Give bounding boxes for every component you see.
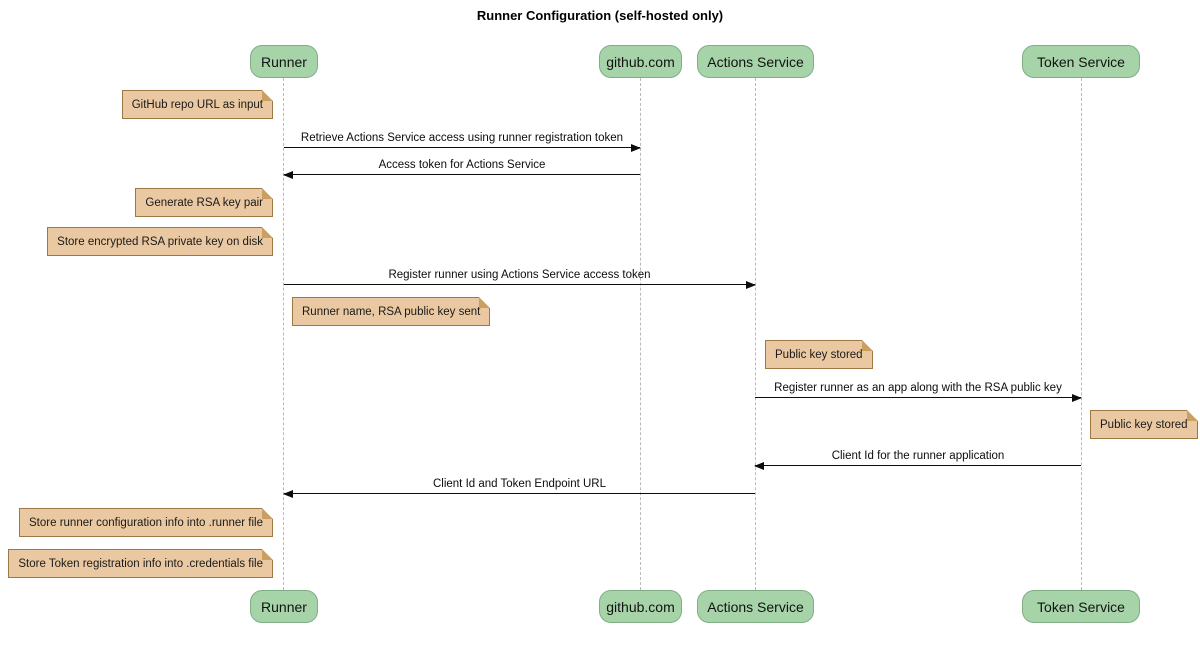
message-client-id-for-runner-app: Client Id for the runner application [754,448,1081,470]
participant-github-com-bottom: github.com [599,590,682,623]
lifeline-actions-service [755,78,756,590]
arrowhead-right-icon [1072,393,1082,402]
message-line [284,174,640,175]
message-retrieve-actions-service-access: Retrieve Actions Service access using ru… [284,130,641,152]
message-label: Client Id for the runner application [831,450,1005,462]
participant-token-service-bottom: Token Service [1022,590,1140,623]
participant-github-com-top: github.com [599,45,682,78]
note-public-key-stored-actions-service: Public key stored [765,340,873,369]
message-label: Register runner as an app along with the… [774,382,1062,394]
message-register-runner-as-app: Register runner as an app along with the… [755,380,1082,402]
arrowhead-left-icon [283,170,293,179]
lifeline-token-service [1081,78,1082,590]
participant-actions-service-bottom: Actions Service [697,590,814,623]
message-line [755,397,1081,398]
note-generate-rsa-key-pair: Generate RSA key pair [135,188,273,217]
lifeline-github-com [640,78,641,590]
note-runner-name-public-key: Runner name, RSA public key sent [292,297,491,326]
note-public-key-stored-token-service: Public key stored [1090,410,1198,439]
note-store-runner-file: Store runner configuration info into .ru… [19,508,273,537]
arrowhead-left-icon [754,461,764,470]
lifeline-runner [283,78,284,590]
message-line [284,147,640,148]
message-client-id-and-token-endpoint: Client Id and Token Endpoint URL [283,476,755,498]
note-store-credentials-file: Store Token registration info into .cred… [8,549,273,578]
message-label: Register runner using Actions Service ac… [388,269,651,281]
message-access-token-for-actions-service: Access token for Actions Service [283,157,640,179]
message-register-runner: Register runner using Actions Service ac… [284,267,756,289]
message-line [755,465,1081,466]
message-line [284,493,755,494]
arrowhead-right-icon [631,143,641,152]
message-label: Retrieve Actions Service access using ru… [300,132,624,144]
message-label: Client Id and Token Endpoint URL [432,478,607,490]
participant-runner-bottom: Runner [250,590,318,623]
arrowhead-left-icon [283,489,293,498]
participant-actions-service-top: Actions Service [697,45,814,78]
participant-runner-top: Runner [250,45,318,78]
diagram-title: Runner Configuration (self-hosted only) [476,8,724,23]
participant-token-service-top: Token Service [1022,45,1140,78]
note-github-repo-url: GitHub repo URL as input [121,90,274,119]
arrowhead-right-icon [746,280,756,289]
message-line [284,284,755,285]
message-label: Access token for Actions Service [378,159,546,171]
note-store-encrypted-key: Store encrypted RSA private key on disk [47,227,273,256]
